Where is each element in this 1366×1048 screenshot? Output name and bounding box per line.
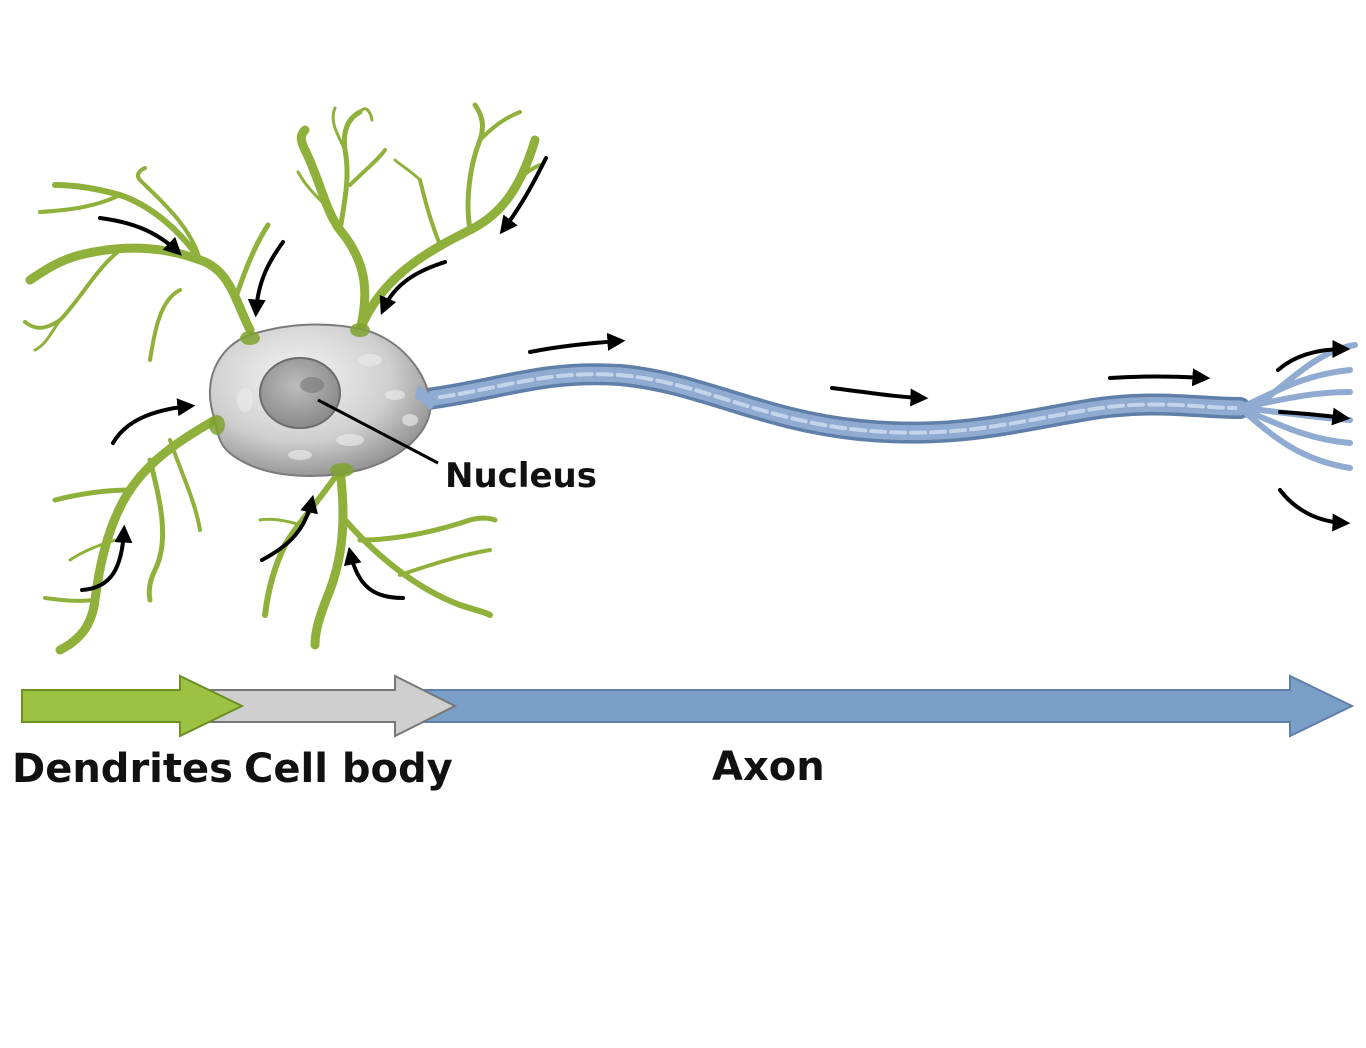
dendrite-upper-left [25, 243, 255, 335]
signal-direction-arrow-icon [1276, 340, 1351, 372]
soma-texture [237, 354, 418, 460]
nucleus-pointer-line [317, 398, 439, 465]
dendrite-lower-left [55, 415, 220, 655]
axon-terminals [1237, 342, 1358, 471]
dendrite-lower-middle [310, 465, 348, 650]
signal-direction-arrow-icon [1278, 488, 1351, 532]
dendrites [23, 102, 542, 655]
cell-body [209, 323, 440, 477]
signal-direction-arrow-icon [80, 524, 133, 592]
signal-direction-arrow-icon [98, 216, 182, 256]
signal-direction-arrow-icon [111, 398, 196, 445]
axon-label: Axon [712, 744, 825, 790]
signal-direction-arrow-icon [499, 156, 548, 235]
dendrite-upper-middle [296, 125, 370, 335]
signal-direction-arrow-icon [260, 494, 318, 562]
axon-region-arrow [419, 674, 1355, 738]
signal-direction-arrow-icon [247, 240, 285, 318]
nucleus [259, 357, 341, 429]
region-arrows [21, 674, 1355, 738]
signal-direction-arrow-icon [830, 386, 929, 407]
dendrites-region-arrow [21, 674, 245, 738]
signal-direction-arrow-icon [1278, 407, 1351, 426]
signal-direction-arrow-icon [343, 546, 405, 600]
signal-direction-arrow-icon [528, 332, 626, 354]
cell-body-label: Cell body [244, 746, 453, 792]
signal-direction-arrow-icon [379, 260, 447, 315]
nucleus-label: Nucleus [445, 456, 597, 496]
cell-body-region-arrow [199, 674, 458, 738]
axon-fiber [409, 342, 1358, 471]
signal-arrows [80, 156, 1351, 600]
dendrites-label: Dendrites [12, 746, 233, 792]
signal-direction-arrow-icon [1108, 368, 1211, 387]
